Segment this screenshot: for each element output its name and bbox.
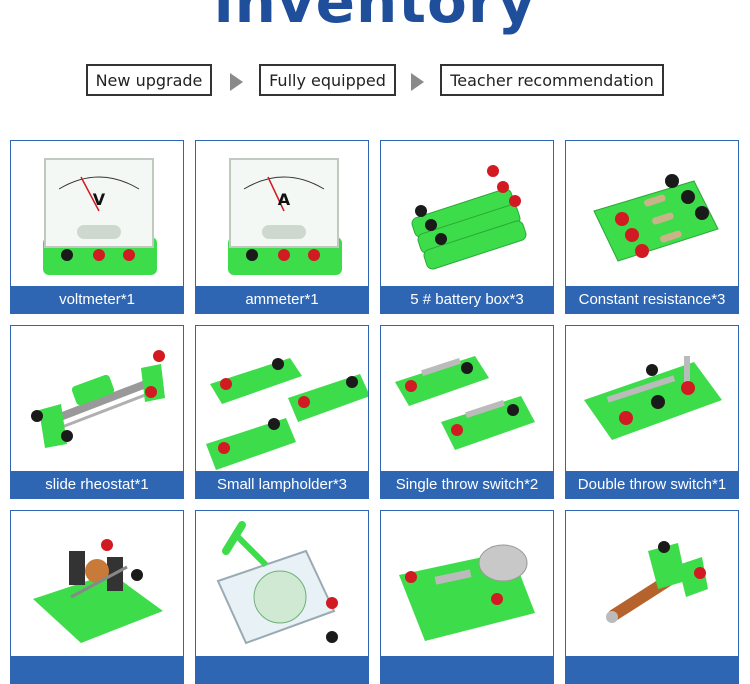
electromagnet-icon xyxy=(606,541,708,623)
item-card-double-throw-switch: Double throw switch*1 xyxy=(565,325,739,499)
svg-text:V: V xyxy=(93,190,106,209)
item-label xyxy=(196,656,368,683)
item-card-voltmeter: V voltmeter*1 xyxy=(10,140,184,314)
item-label: Small lampholder*3 xyxy=(196,471,368,498)
item-card-electric-bell xyxy=(380,510,554,684)
arrow-right-icon xyxy=(411,73,424,91)
single-switch-icon xyxy=(395,356,535,450)
battery-box-icon xyxy=(411,165,527,270)
item-card-electromagnet xyxy=(565,510,739,684)
item-label: ammeter*1 xyxy=(196,286,368,313)
item-card-ammeter: A ammeter*1 xyxy=(195,140,369,314)
ammeter-icon: A xyxy=(228,158,342,275)
item-card-hand-generator xyxy=(195,510,369,684)
double-switch-icon xyxy=(584,356,722,440)
item-card-battery-box: 5 # battery box*3 xyxy=(380,140,554,314)
item-card-small-lampholder: Small lampholder*3 xyxy=(195,325,369,499)
electric-bell-icon xyxy=(399,544,535,641)
item-label: Constant resistance*3 xyxy=(566,286,738,313)
item-label: slide rheostat*1 xyxy=(11,471,183,498)
item-label: voltmeter*1 xyxy=(11,286,183,313)
item-label: Single throw switch*2 xyxy=(381,471,553,498)
rheostat-icon xyxy=(31,350,165,448)
item-label: Double throw switch*1 xyxy=(566,471,738,498)
page-title: inventory xyxy=(213,0,537,36)
tag-fully-equipped: Fully equipped xyxy=(259,64,396,96)
motor-icon xyxy=(33,539,163,643)
arrow-right-icon xyxy=(230,73,243,91)
tag-teacher-recommendation: Teacher recommendation xyxy=(440,64,664,96)
item-label: 5 # battery box*3 xyxy=(381,286,553,313)
voltmeter-icon: V xyxy=(43,158,157,275)
svg-text:A: A xyxy=(278,190,291,209)
hand-generator-icon xyxy=(216,521,338,645)
item-label xyxy=(381,656,553,683)
item-card-motor xyxy=(10,510,184,684)
resistance-icon xyxy=(593,174,719,262)
item-card-constant-resistance: Constant resistance*3 xyxy=(565,140,739,314)
item-label xyxy=(11,656,183,683)
item-card-single-throw-switch: Single throw switch*2 xyxy=(380,325,554,499)
tag-new-upgrade: New upgrade xyxy=(86,64,212,96)
lampholder-icon xyxy=(206,358,368,470)
item-card-slide-rheostat: slide rheostat*1 xyxy=(10,325,184,499)
item-label xyxy=(566,656,738,683)
